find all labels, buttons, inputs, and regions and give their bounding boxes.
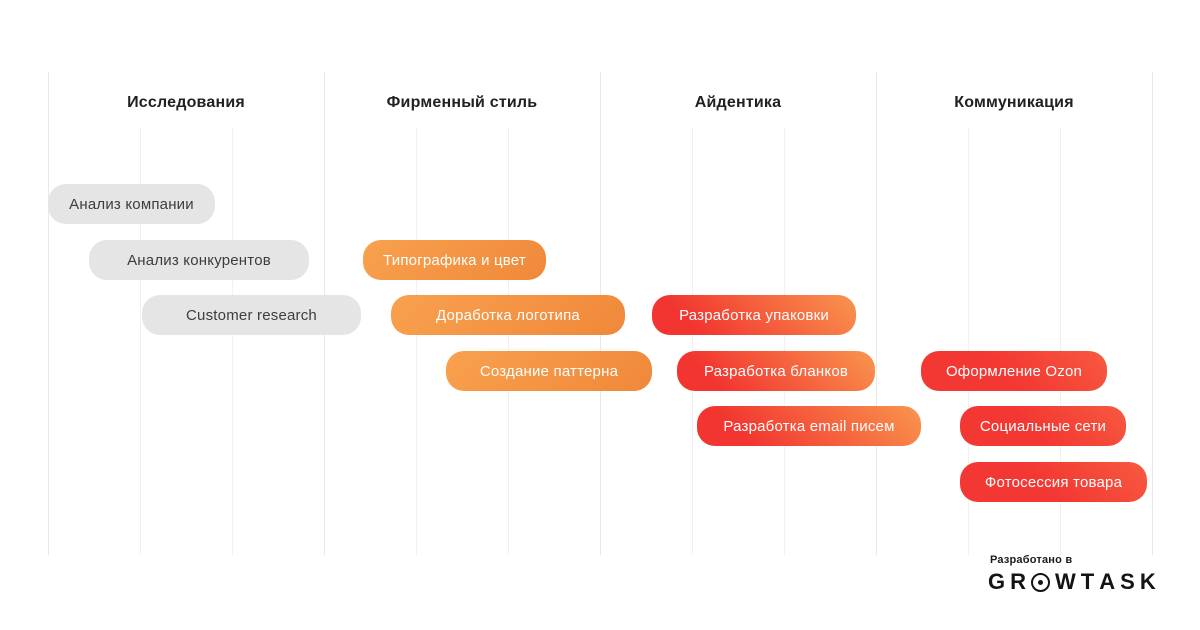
phase-header-1: Исследования — [127, 94, 245, 111]
task-pill: Доработка логотипа — [391, 295, 625, 335]
task-pill: Анализ компании — [48, 184, 215, 224]
task-pill: Разработка упаковки — [652, 295, 856, 335]
logo-letter: T — [1080, 569, 1095, 594]
logo-target-o-icon: O — [1031, 572, 1051, 592]
task-pill: Создание паттерна — [446, 351, 652, 391]
brand-footer: Разработано в GROWTASK — [988, 554, 1156, 595]
brand-tagline: Разработано в — [990, 554, 1073, 566]
gridline — [140, 128, 141, 555]
task-pill: Разработка бланков — [677, 351, 875, 391]
gridline — [692, 128, 693, 555]
gridline — [968, 128, 969, 555]
phase-boundary-gridline — [48, 72, 49, 555]
phase-boundary-gridline — [1152, 72, 1153, 555]
task-pill: Фотосессия товара — [960, 462, 1147, 502]
logo-letter: G — [988, 569, 1006, 594]
task-pill: Оформление Ozon — [921, 351, 1107, 391]
growtask-logo: GROWTASK — [988, 569, 1156, 595]
gridline — [508, 128, 509, 555]
phase-header-2: Фирменный стиль — [386, 94, 538, 111]
logo-letter: K — [1139, 569, 1156, 594]
phase-boundary-gridline — [876, 72, 877, 555]
task-pill: Социальные сети — [960, 406, 1126, 446]
gridline — [1060, 128, 1061, 555]
logo-letter: S — [1120, 569, 1135, 594]
task-pill: Customer research — [142, 295, 361, 335]
phase-header-4: Коммуникация — [954, 94, 1074, 111]
gridline — [416, 128, 417, 555]
task-pill: Типографика и цвет — [363, 240, 546, 280]
task-pill: Анализ конкурентов — [89, 240, 309, 280]
task-pill: Разработка email писем — [697, 406, 921, 446]
logo-letter: R — [1010, 569, 1027, 594]
gridline — [232, 128, 233, 555]
logo-letter: A — [1099, 569, 1116, 594]
phase-header-3: Айдентика — [694, 94, 782, 111]
gridline — [784, 128, 785, 555]
logo-letter: W — [1055, 569, 1076, 594]
